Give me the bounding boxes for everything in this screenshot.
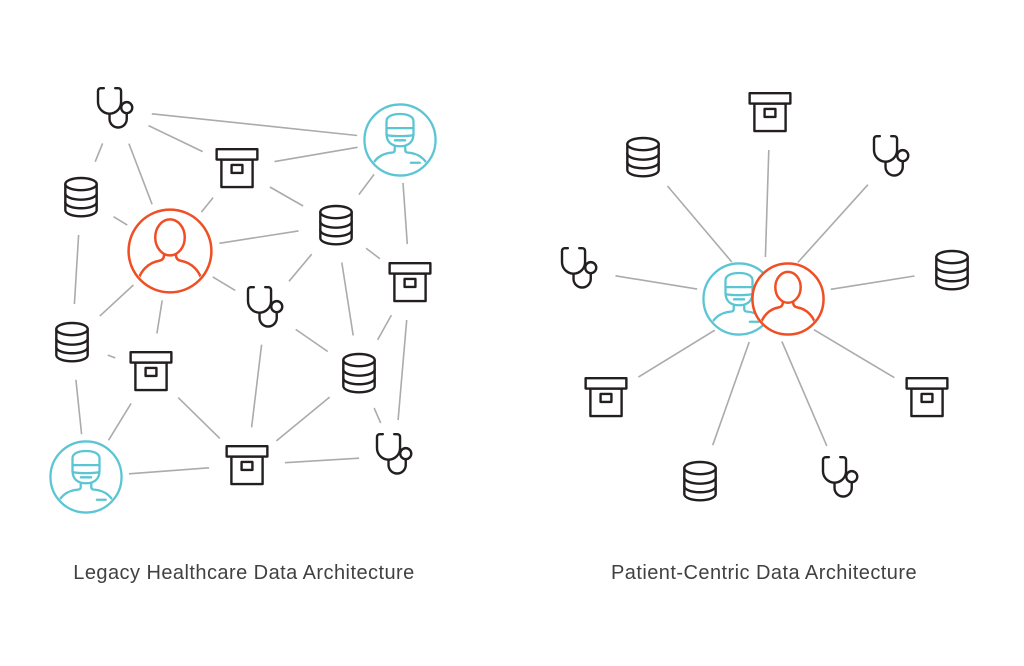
- connector-line: [813, 329, 895, 379]
- patient-centric-diagram-caption: Patient-Centric Data Architecture: [610, 562, 918, 584]
- connector-line: [113, 216, 128, 226]
- connector-line: [397, 319, 408, 421]
- connector-line: [269, 186, 304, 207]
- patient-centric-diagram: [560, 91, 969, 502]
- connector-line: [73, 234, 80, 305]
- database-icon: [319, 204, 353, 246]
- stethoscope-icon: [375, 432, 413, 475]
- connector-line: [781, 341, 828, 447]
- connector-line: [797, 184, 869, 264]
- connector-line: [284, 457, 360, 464]
- connector-line: [128, 467, 210, 475]
- connector-line: [637, 329, 716, 378]
- database-icon: [342, 352, 376, 394]
- connector-line: [250, 344, 263, 428]
- connector-line: [365, 247, 381, 260]
- patient-icon: [752, 263, 823, 334]
- doctor-icon: [50, 441, 121, 512]
- connector-line: [107, 402, 132, 441]
- connector-line: [219, 230, 299, 245]
- connector-line: [376, 314, 393, 341]
- stethoscope-icon: [821, 455, 859, 498]
- connector-line: [295, 328, 329, 353]
- archive-box-icon: [388, 261, 432, 303]
- legacy-diagram-caption: Legacy Healthcare Data Architecture: [73, 562, 415, 584]
- doctor-icon: [364, 104, 435, 175]
- archive-box-icon: [748, 91, 792, 133]
- connector-line: [373, 407, 382, 424]
- connector-line: [94, 143, 104, 162]
- connector-line: [151, 113, 358, 137]
- stethoscope-icon: [560, 246, 598, 289]
- connector-line: [99, 284, 134, 317]
- connector-line: [128, 143, 153, 205]
- database-icon: [626, 136, 660, 178]
- connector-line: [148, 124, 204, 153]
- connector-line: [75, 379, 83, 435]
- connector-line: [212, 276, 236, 292]
- connector-line: [764, 149, 770, 258]
- connector-line: [402, 182, 409, 245]
- archive-box-icon: [225, 444, 269, 486]
- connector-line: [830, 275, 915, 291]
- database-icon: [683, 460, 717, 502]
- archive-box-icon: [215, 147, 259, 189]
- stethoscope-icon: [246, 285, 284, 328]
- connector-line: [177, 397, 221, 439]
- patient-icon: [129, 210, 212, 293]
- stethoscope-icon: [96, 86, 134, 129]
- connector-line: [615, 275, 698, 290]
- stethoscope-icon: [872, 134, 910, 177]
- legacy-diagram: [50, 86, 435, 512]
- connector-line: [275, 396, 331, 442]
- database-icon: [64, 176, 98, 218]
- connector-line: [288, 253, 313, 282]
- connector-line: [200, 197, 214, 213]
- connector-line: [156, 300, 163, 334]
- database-icon: [55, 321, 89, 363]
- archive-box-icon: [129, 350, 173, 392]
- connector-line: [341, 262, 354, 336]
- connector-line: [107, 354, 116, 359]
- archive-box-icon: [584, 376, 628, 418]
- connector-line: [358, 173, 375, 196]
- connector-line: [666, 185, 733, 263]
- archive-box-icon: [905, 376, 949, 418]
- database-icon: [935, 249, 969, 291]
- connector-line: [711, 341, 750, 446]
- connector-line: [274, 146, 358, 163]
